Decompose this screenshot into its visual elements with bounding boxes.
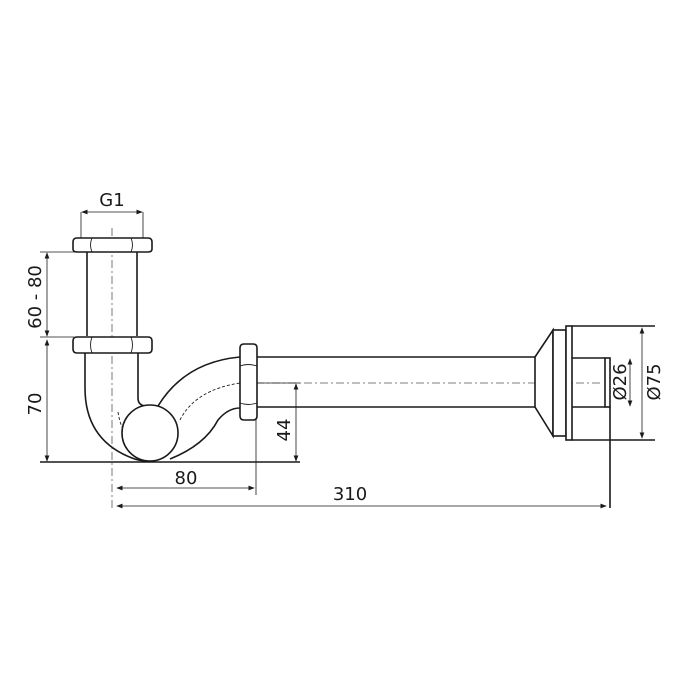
top-nut [72, 237, 153, 253]
dimension-lines [40, 209, 645, 509]
length-label: 310 [333, 484, 367, 505]
inlet-pipe [86, 252, 138, 336]
offset-label: 80 [175, 468, 198, 489]
lower-nut [72, 336, 153, 354]
thread-label: G1 [99, 190, 124, 211]
outlet-height-label: 44 [274, 419, 295, 442]
inner-diameter-label: Ø26 [610, 363, 631, 400]
outlet-pipe [257, 356, 535, 408]
trap-ball [121, 404, 179, 462]
outer-diameter-label: Ø75 [644, 363, 665, 400]
trap-bend [84, 353, 241, 462]
adjustable-height-label: 60 - 80 [25, 265, 46, 329]
height-label: 70 [25, 393, 46, 416]
outlet-nut [239, 343, 258, 421]
wall-flange [534, 325, 655, 508]
